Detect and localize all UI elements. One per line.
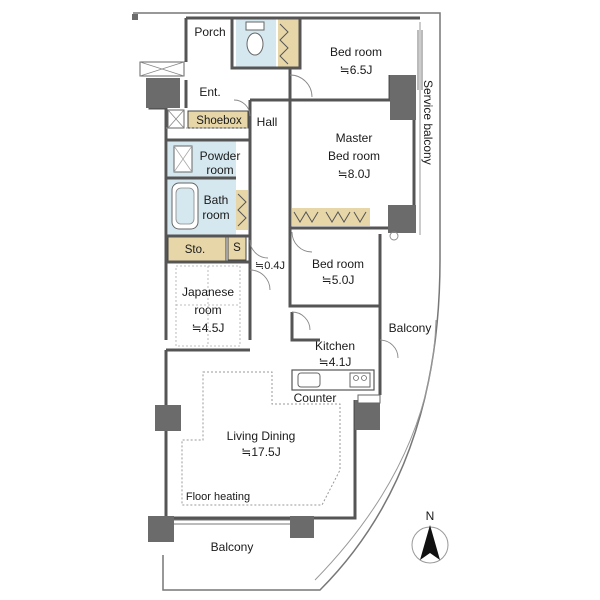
bedroom1-size: ≒6.5J	[340, 63, 373, 77]
powder-room-line1: Powder	[200, 149, 241, 163]
folding-doors	[237, 23, 367, 227]
compass: N	[411, 509, 449, 564]
bath-room-line2: room	[202, 208, 229, 222]
japanese-room-tatami	[175, 265, 241, 347]
balcony-outline	[133, 12, 441, 591]
compass-north-label: N	[426, 509, 435, 523]
sink-icon	[297, 372, 321, 388]
balcony-rail-curve	[314, 319, 437, 581]
entrance-label: Ent.	[199, 85, 220, 99]
powder-room-line2: room	[206, 163, 233, 177]
japanese-room-line1: Japanese	[182, 285, 234, 299]
master-bedroom-line1: Master	[336, 131, 373, 145]
floor-heating-outline	[181, 371, 341, 506]
counter-label: Counter	[294, 391, 337, 405]
floor-heating-label: Floor heating	[186, 491, 250, 503]
living-dining-size: ≒17.5J	[241, 445, 280, 459]
door-swings	[233, 74, 399, 359]
bedroom2-name: Bed room	[312, 257, 364, 271]
storage-fill	[167, 235, 227, 263]
bottom-balcony-label: Balcony	[211, 540, 254, 554]
bedroom1-closet-fill	[278, 18, 300, 68]
bedroom2-size: ≒5.0J	[322, 273, 355, 287]
bath-closet-fill	[236, 190, 248, 230]
storage-label: Sto.	[185, 244, 205, 256]
shoebox-label: Shoebox	[196, 115, 242, 127]
s-closet-label: S	[233, 242, 241, 254]
side-balcony-label: Balcony	[389, 321, 432, 335]
japanese-room-line2: room	[194, 303, 221, 317]
kitchen-name: Kitchen	[315, 339, 355, 353]
walls	[148, 16, 420, 520]
small-closet-size: ≒0.4J	[255, 260, 285, 272]
hall-label: Hall	[257, 115, 278, 129]
kitchen-size: ≒4.1J	[319, 355, 352, 369]
columns	[132, 14, 416, 542]
bedroom1-name: Bed room	[330, 45, 382, 59]
living-dining-name: Living Dining	[227, 429, 296, 443]
master-bedroom-line2: Bed room	[328, 149, 380, 163]
porch-label: Porch	[194, 25, 225, 39]
master-closet-fill	[292, 208, 370, 226]
master-bedroom-size: ≒8.0J	[338, 167, 371, 181]
bath-room-line1: Bath	[204, 193, 229, 207]
windows	[174, 30, 423, 525]
north-arrow-icon	[420, 525, 440, 560]
toilet	[245, 21, 265, 56]
service-balcony-label: Service balcony	[421, 80, 435, 165]
stove-icon	[349, 372, 371, 388]
japanese-room-size: ≒4.5J	[192, 321, 225, 335]
